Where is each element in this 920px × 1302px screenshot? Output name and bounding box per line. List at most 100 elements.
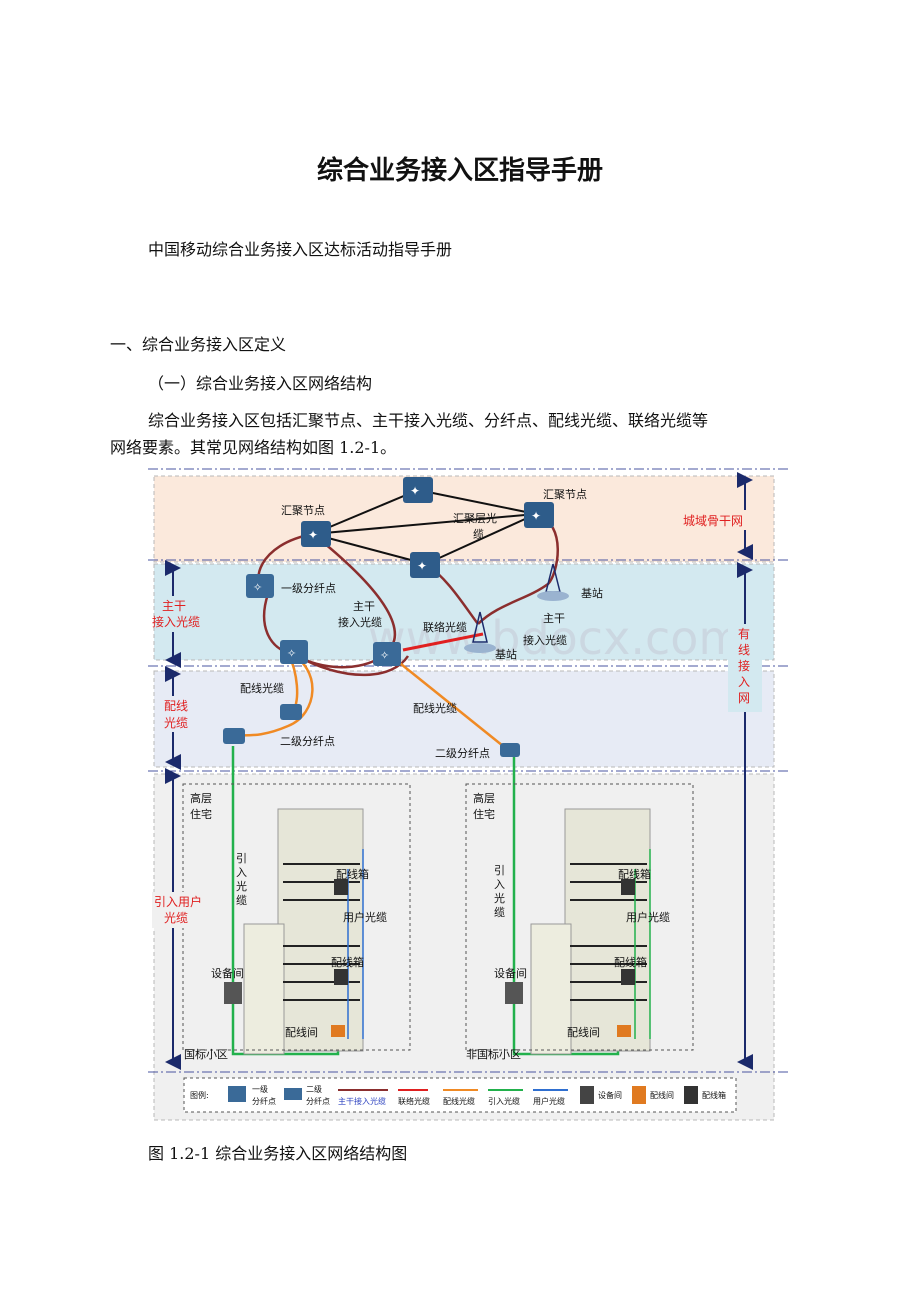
aggregation-node-icon: ✦ [301, 521, 331, 547]
legend-title: 图例: [190, 1090, 209, 1100]
label-highrise-2: 住宅 [190, 807, 212, 821]
label-agg-node-left: 汇聚节点 [281, 504, 325, 517]
network-structure-diagram: www.bdocx.com ✦ ✦ ✦ ✦ ✧ ✧ ✧ [148, 468, 790, 1121]
secondary-split-icon [223, 728, 245, 744]
label-base-station-1: 基站 [581, 586, 603, 600]
legend-equip: 设备间 [598, 1090, 622, 1100]
subsection-heading: （一）综合业务接入区网络结构 [148, 374, 373, 393]
label-dist-box-bottom2: 配线箱 [614, 955, 647, 969]
legend-primary-icon [228, 1086, 246, 1102]
dist-cable-left [232, 650, 314, 738]
legend-secondary-icon [284, 1088, 302, 1100]
legend-distroom-icon [632, 1086, 646, 1104]
label-secondary-split-right: 二级分纤点 [435, 747, 490, 760]
aggregation-node-icon: ✦ [524, 502, 554, 528]
label-trunk-cable-1: 主干 [353, 600, 375, 613]
label-drop-cable2-3: 光 [494, 891, 505, 905]
body-text-line1: 综合业务接入区包括汇聚节点、主干接入光缆、分纤点、配线光缆、联络光缆等 [148, 411, 709, 430]
label-dist-zone-2: 光缆 [164, 716, 188, 730]
building-right [505, 808, 651, 1055]
body-text-line2: 网络要素。其常见网络结构如图 1.2-1。 [110, 438, 397, 457]
label-wired-2: 线 [738, 643, 750, 657]
label-dist-box-top: 配线箱 [336, 867, 369, 881]
primary-split-icon: ✧ [373, 642, 401, 666]
label-drop-cable-1: 引 [236, 851, 247, 865]
label-dist-box-bottom: 配线箱 [331, 955, 364, 969]
label-wired-3: 接 [738, 658, 750, 673]
trunk-cable-lower [292, 652, 410, 677]
legend-drop: 引入光缆 [488, 1096, 520, 1106]
document-title: 综合业务接入区指导手册 [316, 156, 603, 186]
zone-separators [148, 468, 790, 1073]
svg-text:✦: ✦ [410, 484, 420, 498]
legend-distroom: 配线间 [650, 1090, 674, 1100]
label-wired-1: 有 [738, 627, 750, 641]
dist-cable-right [395, 659, 509, 751]
label-secondary-split-left: 二级分纤点 [280, 735, 335, 748]
legend-distbox-icon [684, 1086, 698, 1104]
nonstd-area-box [465, 783, 694, 1051]
label-dist-zone-1: 配线 [164, 699, 188, 713]
watermark: www.bdocx.com [368, 611, 743, 665]
label-dist-cable-right: 配线光缆 [413, 701, 457, 715]
aggregation-node-icon: ✦ [403, 477, 433, 503]
svg-text:✦: ✦ [308, 528, 318, 542]
label-dist-room2: 配线间 [567, 1025, 600, 1039]
label-std-area: 国标小区 [184, 1047, 228, 1061]
legend-contact: 联络光缆 [398, 1096, 430, 1106]
legend-trunk: 主干接入光缆 [338, 1096, 386, 1106]
label-highrise2-1: 高层 [473, 791, 495, 805]
svg-text:✦: ✦ [417, 559, 427, 573]
label-trunk-zone-1: 主干 [162, 599, 186, 613]
legend-user: 用户光缆 [533, 1096, 565, 1106]
legend-primary-1: 一级 [252, 1084, 268, 1094]
label-agg-node-right: 汇聚节点 [543, 488, 587, 501]
svg-text:✧: ✧ [253, 581, 262, 594]
label-wired-4: 入 [738, 675, 750, 689]
contact-cable [402, 632, 484, 652]
base-station-icon [464, 611, 496, 653]
label-drop-cable2-4: 缆 [494, 906, 505, 919]
label-drop-zone-1: 引入用户 [154, 894, 202, 909]
document-subtitle: 中国移动综合业务接入区达标活动指导手册 [148, 240, 453, 259]
legend-secondary-2: 分纤点 [306, 1096, 330, 1106]
aggregation-node-icon: ✦ [410, 552, 440, 578]
building-left [224, 808, 364, 1055]
label-dist-room: 配线间 [285, 1025, 318, 1039]
label-highrise2-2: 住宅 [473, 807, 495, 821]
label-primary-split: 一级分纤点 [281, 582, 336, 595]
label-user-cable: 用户光缆 [343, 910, 387, 924]
legend: 图例: 一级 分纤点 二级 分纤点 主干接入光缆 联络光缆 配线光缆 引入光缆 … [183, 1077, 737, 1113]
label-agg-cable-1: 汇聚层光 [453, 511, 497, 525]
legend-distbox: 配线箱 [702, 1090, 726, 1100]
label-equip-room2: 设备间 [494, 966, 527, 980]
label-drop-cable-2: 入 [236, 866, 247, 879]
legend-distribution: 配线光缆 [443, 1096, 475, 1106]
label-contact-cable: 联络光缆 [423, 620, 467, 634]
primary-split-icon: ✧ [280, 640, 308, 664]
label-trunk-cable2-1: 主干 [543, 612, 565, 625]
legend-equip-icon [580, 1086, 594, 1104]
figure-caption: 图 1.2-1 综合业务接入区网络结构图 [148, 1144, 408, 1163]
zone-distribution [153, 670, 775, 768]
label-wired-5: 网 [738, 691, 750, 705]
label-backbone: 城域骨干网 [683, 514, 743, 528]
label-equip-room: 设备间 [211, 966, 244, 980]
label-trunk-zone-2: 接入光缆 [152, 614, 200, 629]
label-highrise-1: 高层 [190, 791, 212, 805]
label-drop-zone-2: 光缆 [164, 911, 188, 925]
label-user-cable2: 用户光缆 [626, 910, 670, 924]
base-station-icon [537, 563, 569, 601]
primary-split-icon: ✧ [246, 574, 274, 598]
label-nonstd-area: 非国标小区 [466, 1047, 521, 1061]
label-dist-cable-left: 配线光缆 [240, 681, 284, 695]
label-drop-cable2-2: 入 [494, 878, 505, 891]
legend-primary-2: 分纤点 [252, 1096, 276, 1106]
secondary-split-icon [280, 704, 302, 720]
section-heading: 一、综合业务接入区定义 [110, 335, 287, 354]
label-trunk-cable-2: 接入光缆 [338, 615, 382, 629]
label-drop-cable2-1: 引 [494, 863, 505, 877]
label-dist-box-top2: 配线箱 [618, 867, 651, 881]
svg-text:✧: ✧ [287, 647, 296, 660]
secondary-split-icon [500, 743, 520, 757]
